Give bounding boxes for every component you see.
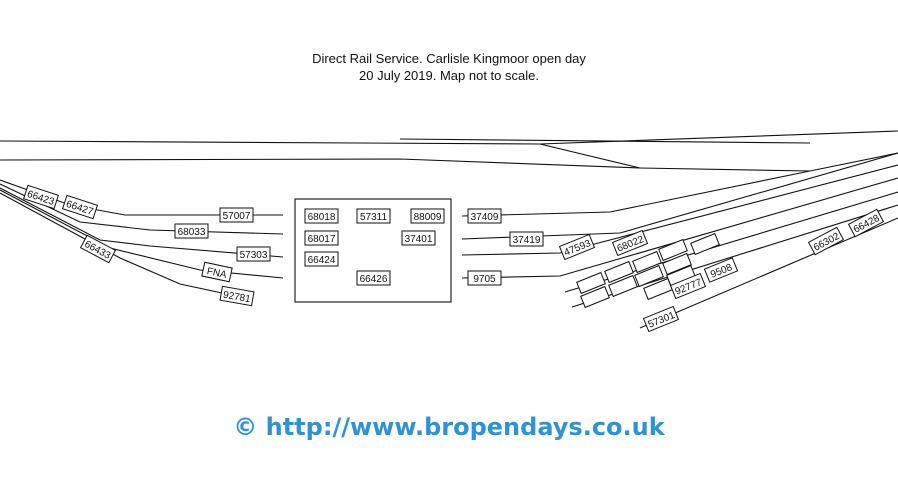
loco-68033: 68033 bbox=[174, 223, 209, 239]
loco-37419: 37419 bbox=[509, 231, 544, 247]
wagon-group bbox=[576, 232, 720, 309]
loco-92781: 92781 bbox=[219, 285, 255, 307]
loco-label: 66423 bbox=[26, 189, 56, 208]
title-line-1: Direct Rail Service. Carlisle Kingmoor o… bbox=[312, 51, 586, 66]
loco-label: 57007 bbox=[223, 211, 251, 222]
loco-FNA: FNA bbox=[201, 261, 233, 283]
loco-66424: 66424 bbox=[304, 251, 339, 267]
loco-labels: 66423 66427 57007 68033 66433 57303 FNA bbox=[22, 184, 885, 333]
loco-label: 9705 bbox=[473, 274, 496, 285]
loco-68017: 68017 bbox=[304, 230, 339, 246]
wagon bbox=[632, 250, 662, 274]
map-title: Direct Rail Service. Carlisle Kingmoor o… bbox=[0, 50, 898, 84]
loco-label: 37409 bbox=[471, 212, 499, 223]
loco-label: 68033 bbox=[178, 227, 206, 238]
wagon bbox=[690, 232, 720, 256]
wagon bbox=[662, 252, 692, 276]
loco-label: 66427 bbox=[65, 199, 95, 218]
copyright-link[interactable]: © http://www.bropendays.co.uk bbox=[233, 413, 665, 441]
wagon bbox=[634, 264, 664, 288]
loco-47593: 47593 bbox=[558, 233, 596, 261]
wagon bbox=[608, 274, 638, 298]
loco-66428: 66428 bbox=[847, 208, 885, 238]
loco-57007: 57007 bbox=[219, 207, 254, 223]
loco-66426: 66426 bbox=[356, 270, 391, 286]
loco-88009: 88009 bbox=[410, 208, 445, 224]
loco-label: 66426 bbox=[360, 274, 388, 285]
loco-label: 37419 bbox=[513, 235, 541, 246]
shed-building bbox=[294, 198, 452, 303]
loco-9705: 9705 bbox=[467, 270, 502, 286]
wagon bbox=[658, 238, 688, 262]
title-line-2: 20 July 2019. Map not to scale. bbox=[359, 68, 539, 83]
wagon bbox=[576, 271, 606, 295]
loco-57303: 57303 bbox=[236, 246, 271, 262]
loco-66427: 66427 bbox=[61, 194, 99, 220]
loco-68018: 68018 bbox=[304, 208, 339, 224]
loco-9508: 9508 bbox=[703, 257, 739, 283]
loco-37409: 37409 bbox=[467, 208, 502, 224]
loco-37401: 37401 bbox=[401, 230, 436, 246]
loco-label: 37401 bbox=[405, 234, 433, 245]
loco-label: FNA bbox=[206, 266, 228, 281]
loco-label: 66424 bbox=[308, 255, 336, 266]
loco-label: 9508 bbox=[709, 262, 734, 281]
wagon bbox=[604, 260, 634, 284]
loco-57311: 57311 bbox=[356, 208, 391, 224]
loco-label: 68018 bbox=[308, 212, 336, 223]
running-lines bbox=[0, 130, 898, 172]
loco-label: 57303 bbox=[240, 250, 268, 261]
loco-label: 88009 bbox=[414, 212, 442, 223]
loco-label: 92781 bbox=[222, 290, 252, 306]
wagon bbox=[580, 285, 610, 309]
loco-label: 57311 bbox=[360, 212, 388, 223]
loco-label: 68017 bbox=[308, 234, 336, 245]
loco-57301: 57301 bbox=[642, 305, 680, 333]
